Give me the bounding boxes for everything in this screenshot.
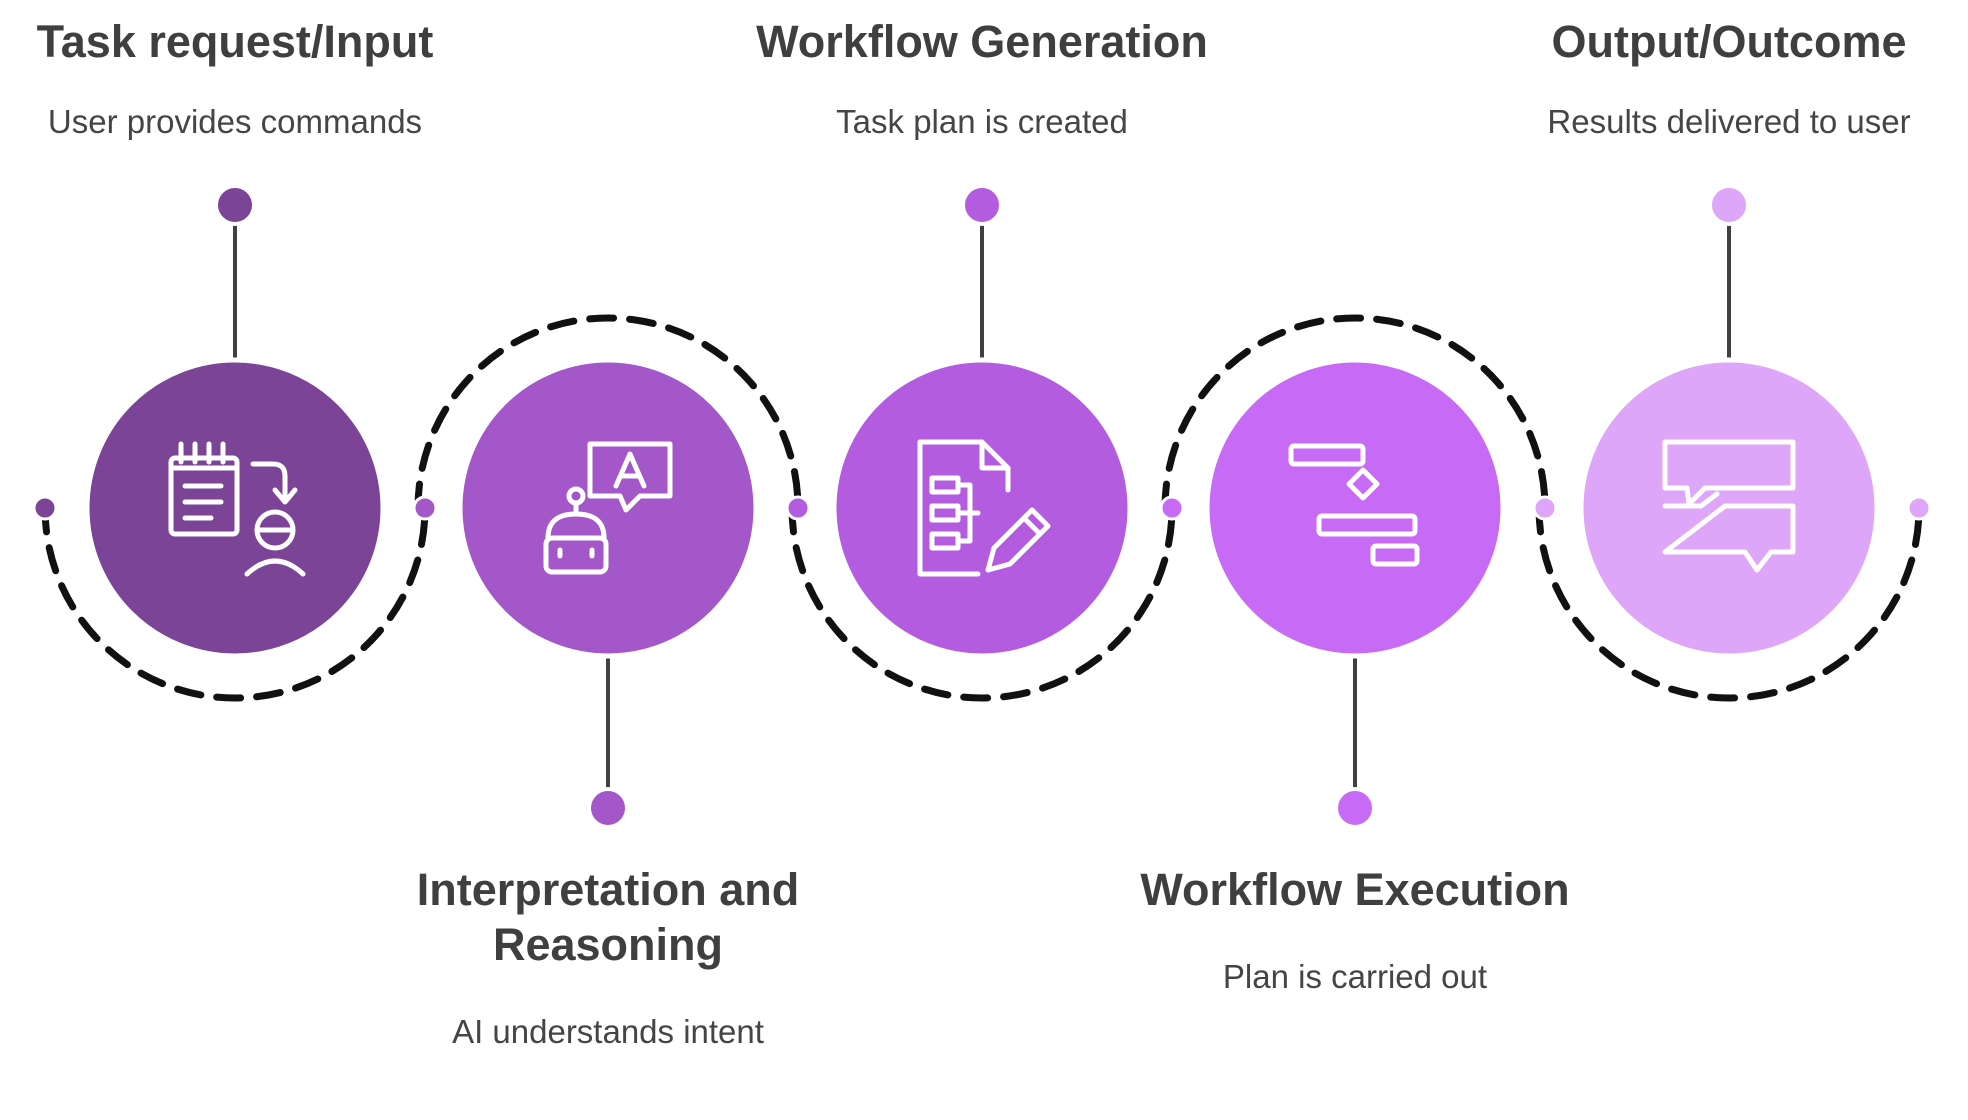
junction-dot [785, 495, 811, 521]
clipboard-user-icon [168, 441, 306, 577]
step-dot [961, 184, 1003, 226]
step-title: Task request/Input [37, 16, 434, 67]
step-title: Workflow Generation [756, 16, 1208, 67]
step-description: Plan is carried out [1223, 958, 1487, 995]
step-dot [214, 184, 256, 226]
step-circle [1204, 357, 1506, 659]
robot-chat-icon [543, 441, 673, 575]
connector-arc [41, 504, 429, 702]
connector-arc [1161, 314, 1549, 512]
junction-dot [412, 495, 438, 521]
step-description: User provides commands [48, 103, 422, 140]
connector-arc [414, 314, 802, 512]
document-flow-pencil-icon [917, 439, 1051, 577]
connector-arcs [32, 314, 1932, 702]
chat-bubbles-icon [1662, 439, 1796, 573]
junction-dot [1159, 495, 1185, 521]
connector-arc [1535, 504, 1923, 702]
connector-arc [788, 504, 1176, 702]
step-dot [587, 787, 629, 829]
junction-dot [1906, 495, 1932, 521]
step-description: AI understands intent [452, 1013, 764, 1050]
step-circle [831, 357, 1133, 659]
gantt-flow-icon [1288, 443, 1420, 567]
junction-dot [1532, 495, 1558, 521]
step-title: Output/Outcome [1552, 16, 1907, 67]
step-description: Results delivered to user [1547, 103, 1910, 140]
step-title: Workflow Execution [1140, 864, 1569, 915]
junction-dot [32, 495, 58, 521]
step-dot [1334, 787, 1376, 829]
step-dot [1708, 184, 1750, 226]
step-circle [457, 357, 759, 659]
step-description: Task plan is created [836, 103, 1128, 140]
